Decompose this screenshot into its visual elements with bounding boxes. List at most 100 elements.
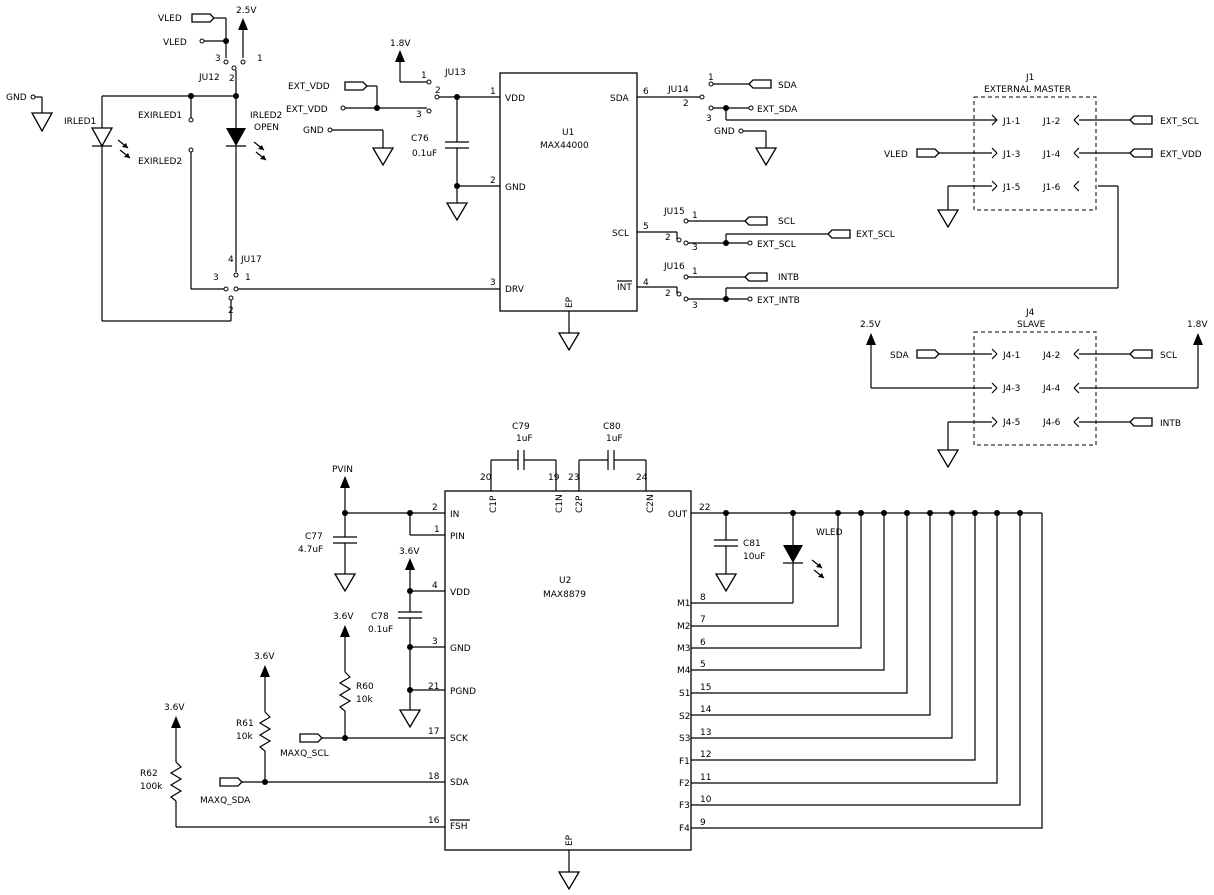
u2-out-bus: C81 10uF WLED: [691, 510, 1043, 829]
ju15-group: JU15 1 2 3 SCL EXT_SCL EXT_SCL: [637, 207, 895, 253]
c79-ref: C79: [512, 422, 530, 432]
u2-pin-in: IN: [450, 510, 459, 520]
u2-pinnum-f2: 11: [700, 773, 711, 783]
c77-val: 4.7uF: [298, 545, 323, 555]
u1-pin-int: INT: [617, 283, 632, 293]
ju14-pin2: 2: [683, 99, 689, 109]
u1-pinnum-int: 4: [643, 278, 649, 288]
j1-ext-vdd-label: EXT_VDD: [1160, 150, 1202, 160]
u1-pin-scl: SCL: [612, 229, 629, 239]
sda-flag-u1: [748, 79, 772, 89]
ju12-label: JU12: [198, 73, 220, 83]
u1-pinnum-drv: 3: [490, 278, 496, 288]
u2-pinnum-pgnd: 21: [428, 682, 439, 692]
ju17-pin4: 4: [228, 255, 234, 265]
u2-pinnum-out: 22: [699, 503, 710, 513]
u2-pin-m4: M4: [677, 666, 691, 676]
v18-arrow-u1: [395, 50, 405, 62]
u2-pinnum-c1p: 20: [480, 473, 492, 483]
ju14-label: JU14: [667, 85, 689, 95]
u2-pin-sck: SCK: [450, 734, 469, 744]
u2-pin-c2n: C2N: [646, 494, 656, 513]
ju15-pin3: 3: [692, 243, 698, 253]
u2-pin-s1: S1: [679, 689, 690, 699]
maxq-scl-flag: [299, 733, 323, 743]
r60-group: 3.6V R60 10k MAXQ_SCL: [280, 612, 445, 759]
j1-ref: J1: [1025, 73, 1034, 83]
u2-pin-c2p: C2P: [575, 495, 585, 513]
ju17-pin3: 3: [213, 273, 219, 283]
u2-pin-c1n: C1N: [555, 494, 565, 513]
j4-v18-arrow: [1193, 333, 1203, 345]
u2-pinnum-m2: 7: [700, 615, 706, 625]
c81-ref: C81: [743, 539, 761, 549]
u1-ref: U1: [562, 128, 574, 138]
scl-flag-u1-label: SCL: [778, 217, 795, 227]
ju12-pin3: 3: [215, 54, 221, 64]
maxq-scl-label: MAXQ_SCL: [280, 749, 329, 759]
u1-pin-vdd: VDD: [505, 94, 525, 104]
u2-pinnum-f1: 12: [700, 750, 711, 760]
u2-pin-vdd: VDD: [450, 588, 470, 598]
ju16-label: JU16: [663, 262, 685, 272]
r61-group: 3.6V R61 10k MAXQ_SDA: [200, 652, 445, 806]
wled-label: WLED: [816, 528, 843, 538]
j1-pin2: J1-2: [1042, 117, 1060, 127]
gnd-label-u1: GND: [303, 126, 324, 136]
c78-ref: C78: [371, 612, 389, 622]
j4-intb-label: INTB: [1160, 419, 1181, 429]
j1-title: EXTERNAL MASTER: [984, 85, 1071, 95]
maxq-sda-flag: [219, 777, 243, 787]
j4-v25-arrow: [866, 333, 876, 345]
v36-arrow-r60: [340, 625, 350, 637]
gnd-symbol-ju14: [754, 147, 778, 167]
r60-ref: R60: [356, 682, 374, 692]
j4-connector: J4 SLAVE J4-1 J4-2 J4-3 J4-4 J4-5 J4-6 S…: [860, 308, 1208, 469]
wled-diode: [783, 545, 803, 563]
gnd-label-left: GND: [6, 93, 27, 103]
u2-ep-gnd: [557, 871, 581, 891]
j4-gnd-symbol: [936, 449, 960, 469]
j4-title: SLAVE: [1017, 320, 1046, 330]
j4-ref: J4: [1025, 308, 1035, 318]
j4-pin3: J4-3: [1002, 384, 1020, 394]
v25-label-top: 2.5V: [236, 6, 257, 16]
ju16-pin3: 3: [692, 301, 698, 311]
v36-label-r60: 3.6V: [333, 612, 354, 622]
r62-val: 100k: [140, 782, 163, 792]
j4-sda-flag: [916, 349, 940, 359]
ext-scl-flag-u1-label: EXT_SCL: [856, 230, 895, 240]
u2-pin-fsh: FSH: [450, 822, 468, 832]
sda-flag-u1-label: SDA: [778, 81, 797, 91]
ju16-pin2: 2: [665, 289, 671, 299]
u2-pin-m2: M2: [677, 622, 691, 632]
ju15-label: JU15: [663, 207, 685, 217]
u2-pin-pin: PIN: [450, 532, 465, 542]
u1-pinnum-gnd: 2: [490, 176, 496, 186]
flying-caps: C79 1uF C80 1uF: [490, 422, 647, 491]
pvin-arrow: [340, 476, 350, 488]
ju14-pin3: 3: [706, 114, 712, 124]
j1-pin5: J1-5: [1002, 183, 1020, 193]
v36-label-r62: 3.6V: [164, 703, 185, 713]
u2-max8879: U2 MAX8879 IN PIN VDD GND PGND SCK SDA F…: [428, 473, 712, 891]
u2-pinnum-pin: 1: [434, 525, 440, 535]
u2-pin-m3: M3: [677, 644, 691, 654]
u1-max44000: U1 MAX44000 VDD GND DRV SDA SCL INT EP 1…: [490, 72, 649, 352]
u2-pinnum-in: 2: [432, 503, 438, 513]
r61-ref: R61: [236, 719, 254, 729]
ju14-group: JU14 1 2 3 SDA EXT_SDA GND: [637, 73, 997, 167]
j4-scl-label: SCL: [1160, 351, 1177, 361]
v36-arrow-r62: [171, 716, 181, 728]
gnd-label-ju14: GND: [714, 127, 735, 137]
ext-sda-label: EXT_SDA: [757, 105, 798, 115]
j4-pin1: J4-1: [1002, 351, 1020, 361]
u2-pinnum-c1n: 19: [548, 473, 560, 483]
j1-vled-flag: [916, 148, 940, 158]
c77-ref: C77: [305, 532, 323, 542]
intb-flag-u1: [744, 272, 768, 282]
j1-ext-vdd-flag: [1129, 148, 1153, 158]
u2-pin-pgnd: PGND: [450, 687, 476, 697]
c77-gnd: [333, 573, 357, 593]
j1-gnd-symbol: [936, 209, 960, 229]
